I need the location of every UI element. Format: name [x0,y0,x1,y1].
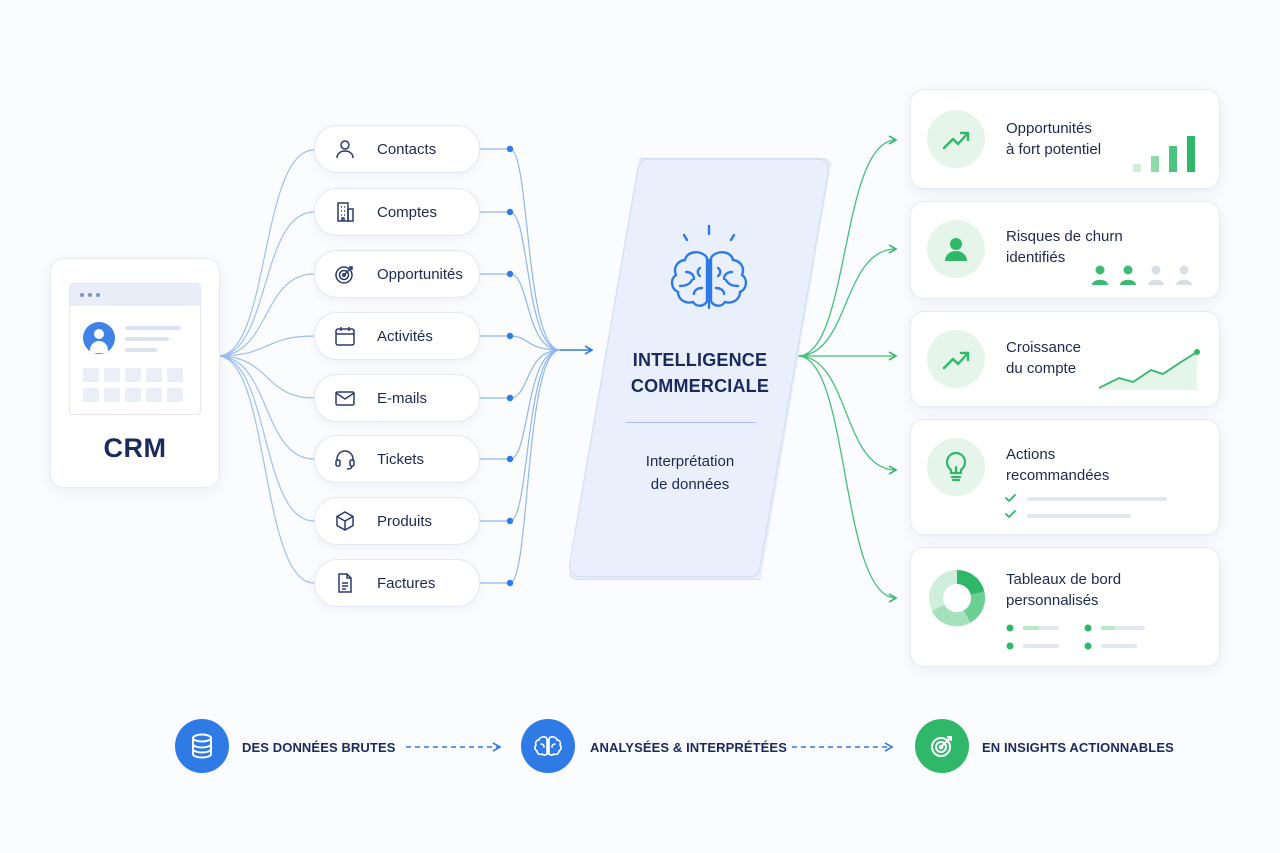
person-icon [1092,265,1108,285]
center-subtitle: Interprétation de données [600,450,780,496]
output-title-line2: du compte [1006,360,1077,377]
output-icon-circle [927,220,985,278]
person-icon [945,238,967,261]
window-titlebar [70,284,200,306]
output-title-line1: Croissance [1006,339,1082,356]
center-title-line1: INTELLIGENCE [632,350,768,370]
source-label: Comptes [377,204,438,221]
invoice-icon [338,573,352,593]
output-icon-circle [927,110,985,168]
flow-step-analysis [521,719,575,773]
donut-icon [929,569,986,627]
people-row-visual [1092,265,1192,285]
box-icon [336,511,354,531]
source-contacts: Contacts [314,125,480,173]
source-factures: Factures [314,559,480,607]
source-opportunites: Opportunités [314,250,480,298]
output-title-line1: Risques de churn [1006,228,1123,245]
source-label: Produits [377,513,433,530]
source-emails: E-mails [314,374,480,422]
center-panel-outline [569,158,829,578]
crm-window-illustration [69,283,201,415]
output-icon-circle [927,330,985,388]
trend-up-icon [942,131,970,150]
checklist-visual [1005,494,1167,518]
output-title-line1: Actions [1006,446,1056,463]
crm-title: CRM [103,433,167,463]
center-title-line2: COMMERCIALE [630,376,770,396]
database-icon [192,733,212,759]
center-subtitle-line2: de données [650,476,730,493]
avatar-icon [83,322,115,354]
output-title: Croissance du compte [1006,337,1136,379]
crm-to-sources-lines [217,149,315,584]
flow-step-insights [915,719,969,773]
source-label: Contacts [377,141,437,158]
target-icon [335,266,353,284]
output-croissance-compte: Croissance du compte [910,311,1220,407]
lightbulb-icon [945,451,967,482]
crm-card: CRM [50,258,220,488]
envelope-icon [335,391,355,406]
output-title-line1: Tableaux de bord [1006,571,1122,588]
flow-step-raw-data [175,719,229,773]
bar-chart-visual [1133,136,1195,172]
source-tickets: Tickets [314,435,480,483]
source-label: Activités [377,328,433,345]
output-title: Opportunités à fort potentiel [1006,118,1136,160]
flow-step-label: DES DONNÉES BRUTES [242,740,396,755]
source-comptes: Comptes [314,188,480,236]
source-produits: Produits [314,497,480,545]
output-tableaux-de-bord: Tableaux de bord personnalisés [910,547,1220,667]
source-label: Opportunités [377,266,463,283]
output-opportunites-fort-potentiel: Opportunités à fort potentiel [910,89,1220,189]
center-subtitle-line1: Interprétation [645,453,735,470]
output-title-line2: à fort potentiel [1006,141,1102,158]
output-title-line2: personnalisés [1006,592,1099,609]
source-label: Factures [377,575,436,592]
trend-up-icon [942,351,970,370]
output-title-line2: identifiés [1006,249,1066,266]
center-title: INTELLIGENCE COMMERCIALE [600,347,800,399]
person-icon [1176,265,1192,285]
brain-icon [670,224,748,310]
output-title-line1: Opportunités [1006,120,1092,137]
center-divider [626,422,756,423]
output-title-line2: recommandées [1006,467,1110,484]
brain-icon [534,736,562,756]
output-icon-circle [927,438,985,496]
flow-step-label: ANALYSÉES & INTERPRÉTÉES [590,740,787,755]
output-risques-churn: Risques de churn identifiés [910,201,1220,299]
person-icon [1120,265,1136,285]
output-title: Tableaux de bord personnalisés [1006,569,1176,611]
center-to-outputs-lines [797,135,898,603]
source-connector-dots [506,145,514,587]
area-line-visual [1098,349,1200,390]
output-title: Risques de churn identifiés [1006,226,1136,268]
source-label: Tickets [377,451,424,468]
building-icon [337,202,354,222]
target-icon [931,736,952,757]
legend-visual [1006,624,1145,650]
headset-icon [335,450,355,470]
source-label: E-mails [377,390,428,407]
person-icon [336,140,354,159]
calendar-icon [335,327,355,346]
flow-step-label: EN INSIGHTS ACTIONNABLES [982,740,1174,755]
person-icon [1148,265,1164,285]
output-actions-recommandees: Actions recommandées [910,419,1220,535]
source-activites: Activités [314,312,480,360]
output-title: Actions recommandées [1006,444,1136,486]
